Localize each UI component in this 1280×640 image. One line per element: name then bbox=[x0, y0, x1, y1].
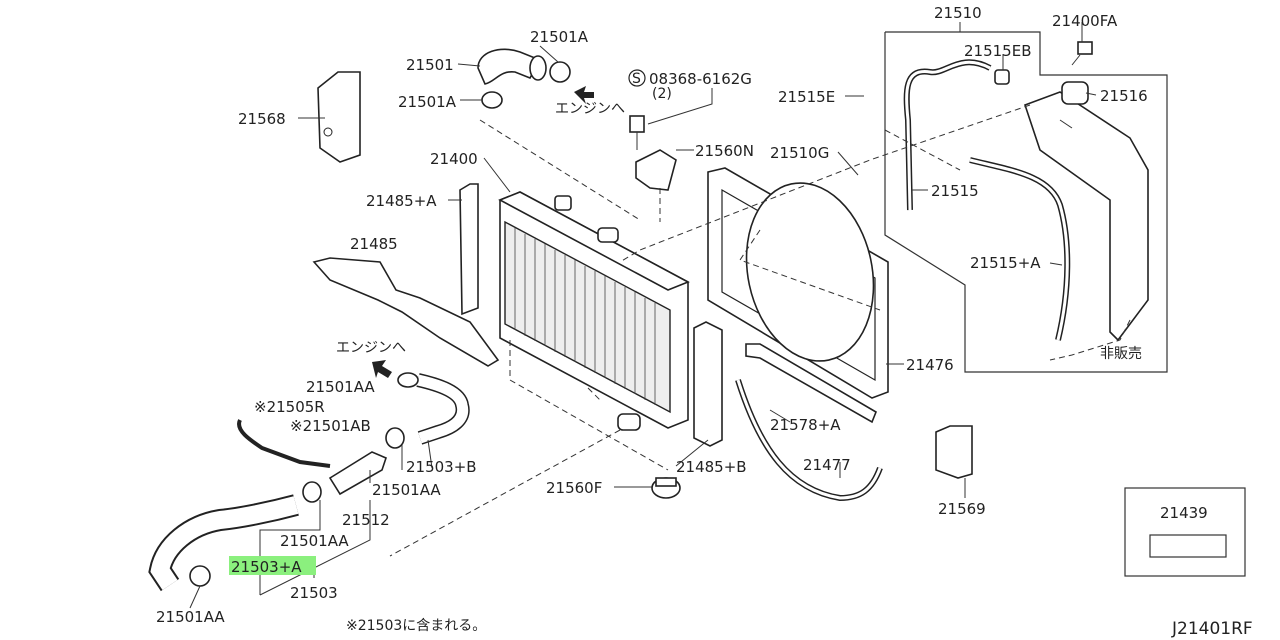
label-21501: 21501 bbox=[406, 56, 454, 74]
arrow-to-engine-bottom bbox=[372, 360, 392, 378]
legend-box-21439 bbox=[1124, 487, 1246, 577]
reference-lines bbox=[389, 104, 1131, 557]
label-engine-top: エンジンへ bbox=[555, 101, 625, 117]
seal-21485b bbox=[693, 321, 723, 447]
upper-hose bbox=[477, 48, 571, 109]
label-21515a: 21515+A bbox=[970, 254, 1041, 272]
label-21568: 21568 bbox=[238, 110, 286, 128]
label-21516: 21516 bbox=[1100, 87, 1148, 105]
label-engine-bottom: エンジンへ bbox=[336, 340, 406, 356]
bracket-21569 bbox=[935, 425, 973, 479]
label-21501a-top: 21501A bbox=[530, 28, 589, 46]
symbol-s: S bbox=[632, 71, 641, 87]
seal-21485a bbox=[459, 183, 479, 316]
label-21512: 21512 bbox=[342, 511, 390, 529]
leader-lines bbox=[189, 22, 1097, 609]
seal-21578a bbox=[745, 343, 877, 424]
label-21503b: 21503+B bbox=[406, 458, 477, 476]
label-21501ab: ※21501AB bbox=[290, 417, 371, 435]
label-21501aa-1: 21501AA bbox=[306, 378, 375, 396]
label-21501aa-3: 21501AA bbox=[280, 532, 349, 550]
highlight-21503a bbox=[229, 556, 316, 575]
radiator-core bbox=[498, 191, 690, 431]
label-21515eb: 21515EB bbox=[964, 42, 1032, 60]
bracket-21560n bbox=[635, 149, 677, 191]
label-21560f: 21560F bbox=[546, 479, 602, 497]
reservoir-hose-21515 bbox=[903, 59, 1010, 211]
label-21485b: 21485+B bbox=[676, 458, 747, 476]
label-21515e: 21515E bbox=[778, 88, 835, 106]
label-21560n: 21560N bbox=[695, 142, 754, 160]
lower-hose-21503a bbox=[148, 494, 299, 592]
label-21510: 21510 bbox=[934, 4, 982, 22]
label-21485: 21485 bbox=[350, 235, 398, 253]
lower-hose-21503b bbox=[385, 372, 470, 449]
label-21505r: ※21505R bbox=[254, 398, 325, 416]
reservoir-group-frame bbox=[884, 22, 1168, 373]
mount-21560f bbox=[651, 477, 681, 499]
label-21503a: 21503+A bbox=[231, 558, 302, 576]
label-not-sold: 非販売 bbox=[1100, 346, 1142, 362]
label-21477: 21477 bbox=[803, 456, 851, 474]
arrow-to-engine-top bbox=[574, 86, 594, 104]
diagram-code: J21401RF bbox=[1171, 619, 1253, 639]
label-21501aa-2: 21501AA bbox=[372, 481, 441, 499]
fan-shroud bbox=[707, 167, 889, 399]
symbol-s-circle bbox=[628, 69, 646, 87]
label-21485a: 21485+A bbox=[366, 192, 437, 210]
label-21400fa: 21400FA bbox=[1052, 12, 1118, 30]
reservoir-hose-21515a bbox=[969, 157, 1071, 341]
side-panel-21568 bbox=[317, 71, 361, 163]
label-21439: 21439 bbox=[1160, 504, 1208, 522]
label-21503: 21503 bbox=[290, 584, 338, 602]
label-21476: 21476 bbox=[906, 356, 954, 374]
bolt-08368 bbox=[629, 115, 645, 150]
seal-21485 bbox=[312, 257, 500, 367]
footnote: ※21503に含まれる。 bbox=[346, 618, 486, 634]
band-21477 bbox=[735, 379, 883, 502]
hose-21505r bbox=[237, 419, 331, 468]
label-21578a: 21578+A bbox=[770, 416, 841, 434]
label-21400: 21400 bbox=[430, 150, 478, 168]
label-21515: 21515 bbox=[931, 182, 979, 200]
label-08368-qty: (2) bbox=[652, 86, 672, 102]
label-21510g: 21510G bbox=[770, 144, 829, 162]
bolt-21400fa bbox=[1071, 41, 1093, 66]
reservoir-tank bbox=[1023, 81, 1149, 342]
label-21501aa-4: 21501AA bbox=[156, 608, 225, 626]
pipe-21512 bbox=[302, 451, 387, 503]
label-21501a-left: 21501A bbox=[398, 93, 457, 111]
label-08368: 08368-6162G bbox=[649, 70, 752, 88]
part-labels: 21510 21400FA 21515EB 21516 21501 21501A… bbox=[156, 4, 1253, 639]
label-21569: 21569 bbox=[938, 500, 986, 518]
